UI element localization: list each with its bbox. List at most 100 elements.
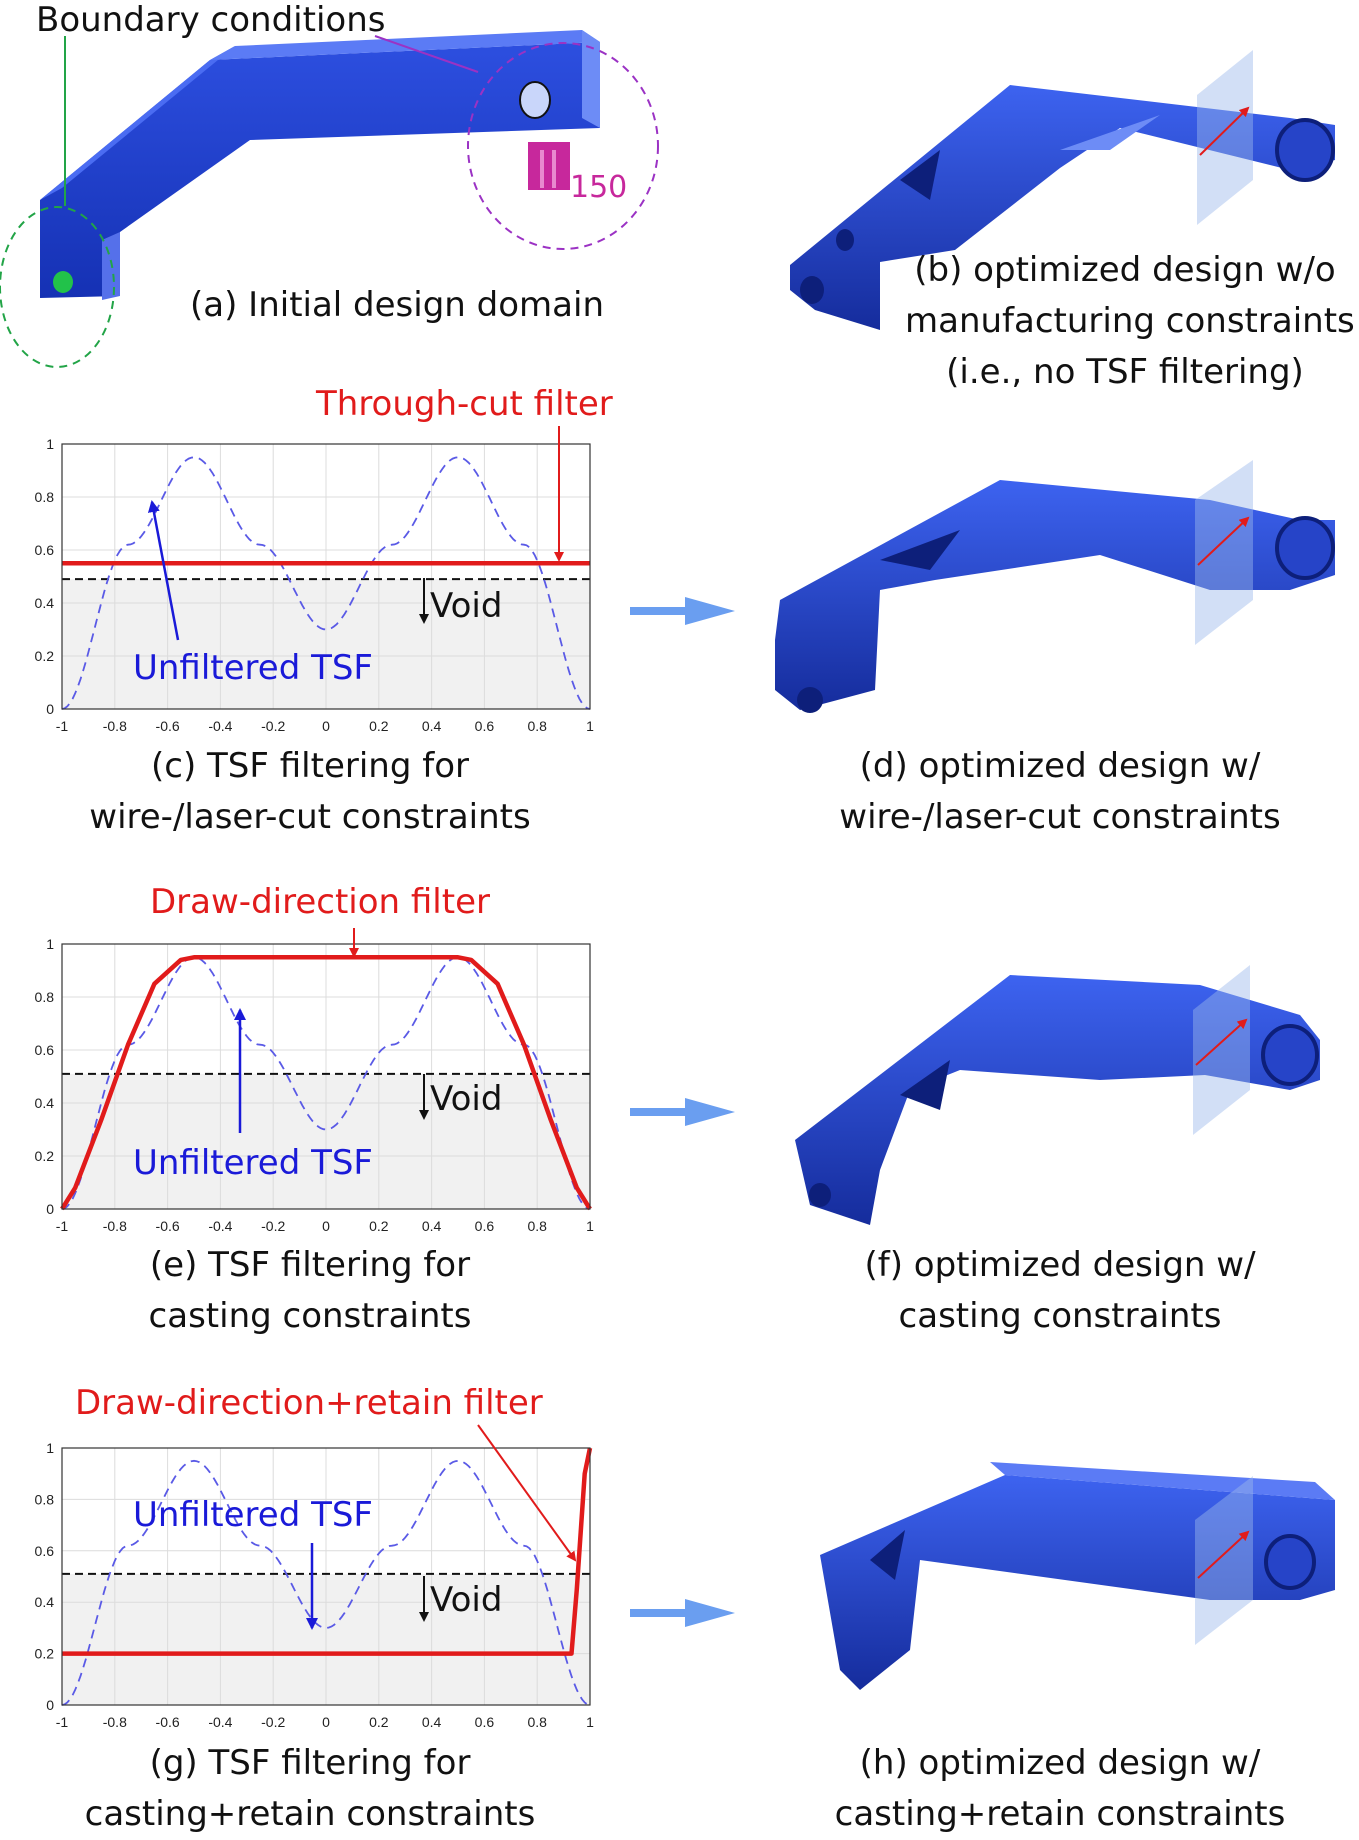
x-tick-label: -0.6	[156, 718, 180, 734]
caption-g: (g) TSF filtering for casting+retain con…	[84, 1743, 536, 1834]
y-tick-label: 0.6	[35, 1543, 55, 1559]
chart-g: -1 -0.8 -0.6 -0.4 -0.2 0 0.2 0.4 0.6 0.8 1 0 0.2 0.4 0…	[35, 1440, 595, 1730]
unfiltered-tsf-curve	[61, 956, 591, 1210]
x-tick-label: -0.4	[208, 1218, 232, 1234]
y-tick-label: 0.8	[35, 989, 55, 1005]
flow-arrow-f	[630, 1098, 735, 1126]
y-tick-label: 0.8	[35, 489, 55, 505]
filter-curve	[62, 1447, 593, 1656]
y-tick-label: 0.4	[35, 1095, 55, 1111]
y-tick-label: 0.2	[35, 648, 55, 664]
x-tick-label: 0.8	[527, 1218, 547, 1234]
x-tick-label: 1	[586, 718, 594, 734]
optimized-part-b	[790, 50, 1335, 330]
void-label-c: Void	[430, 586, 503, 626]
caption-b: (b) optimized design w/o manufacturing c…	[905, 250, 1355, 392]
x-tick-label: -0.4	[208, 718, 232, 734]
x-tick-label: 0	[322, 1218, 330, 1234]
y-tick-label: 0.6	[35, 542, 55, 558]
x-tick-label: -0.8	[103, 1218, 127, 1234]
y-tick-label: 0	[46, 1697, 54, 1713]
unfiltered-tsf-label-e: Unfiltered TSF	[133, 1143, 373, 1183]
x-tick-label: 0.2	[369, 1218, 389, 1234]
through-cut-filter-label: Through-cut filter	[316, 384, 613, 424]
void-label-e: Void	[430, 1079, 503, 1119]
draw-direction-arrow-d	[1197, 516, 1250, 566]
x-tick-label: 0.2	[369, 718, 389, 734]
x-tick-label: 0.6	[475, 718, 495, 734]
filter-curve	[60, 955, 592, 1211]
cut-plane-b	[1197, 50, 1253, 225]
initial-design-domain	[40, 30, 600, 300]
cut-plane-f	[1193, 965, 1250, 1135]
y-tick-label: 1	[46, 936, 54, 952]
x-tick-label: 0.4	[422, 1218, 442, 1234]
x-tick-label: 0.6	[475, 1714, 495, 1730]
retain-filter-arrow	[477, 1424, 577, 1562]
cut-plane-h	[1195, 1476, 1253, 1645]
x-tick-label: 0.4	[422, 718, 442, 734]
unfiltered-tsf-curve	[61, 456, 591, 710]
draw-direction-arrow-f	[1195, 1018, 1248, 1066]
x-tick-label: 1	[586, 1218, 594, 1234]
caption-c: (c) TSF filtering for wire-/laser-cut co…	[89, 746, 531, 837]
x-tick-label: -1	[56, 718, 69, 734]
chart-c: -1 -0.8 -0.6 -0.4 -0.2 0 0.2 0.4 0.6 0.8 1 0 0.2 0.4 0…	[35, 436, 595, 734]
optimized-part-h	[820, 1462, 1335, 1690]
draw-direction-filter-label: Draw-direction filter	[150, 882, 490, 922]
x-tick-label: -1	[56, 1714, 69, 1730]
flow-arrow-d	[630, 597, 735, 625]
y-tick-label: 1	[46, 436, 54, 452]
x-tick-label: -0.6	[156, 1218, 180, 1234]
retain-filter-label: Draw-direction+retain filter	[75, 1383, 543, 1423]
x-tick-label: 0.6	[475, 1218, 495, 1234]
chart-e: -1 -0.8 -0.6 -0.4 -0.2 0 0.2 0.4 0.6 0.8 1 0 0.2 0.4 0…	[35, 936, 595, 1234]
x-tick-label: 0	[322, 1714, 330, 1730]
caption-d: (d) optimized design w/ wire-/laser-cut …	[839, 746, 1281, 837]
y-tick-label: 0.2	[35, 1646, 55, 1662]
x-tick-label: -0.8	[103, 1714, 127, 1730]
x-tick-label: 0	[322, 718, 330, 734]
y-tick-label: 0.4	[35, 595, 55, 611]
y-tick-label: 0	[46, 701, 54, 717]
cut-plane-d	[1195, 460, 1253, 645]
load-leader-line	[374, 35, 479, 73]
fixed-support-circle	[0, 206, 115, 368]
x-tick-label: -0.2	[261, 1218, 285, 1234]
plot-frame	[61, 1447, 591, 1706]
x-tick-label: 0.4	[422, 1714, 442, 1730]
x-tick-label: 0.8	[527, 718, 547, 734]
caption-a: (a) Initial design domain	[190, 285, 604, 325]
caption-e: (e) TSF filtering for casting constraint…	[148, 1245, 472, 1336]
caption-h: (h) optimized design w/ casting+retain c…	[834, 1743, 1286, 1834]
plot-frame	[61, 943, 591, 1210]
flow-arrow-h	[630, 1599, 735, 1627]
draw-direction-arrow-h	[1197, 1530, 1250, 1579]
x-tick-label: 0.2	[369, 1714, 389, 1730]
y-tick-label: 1	[46, 1440, 54, 1456]
boundary-conditions-label: Boundary conditions	[36, 0, 386, 40]
y-tick-label: 0.4	[35, 1594, 55, 1610]
x-tick-label: -0.4	[208, 1714, 232, 1730]
load-arrows-glyph	[528, 142, 570, 190]
caption-f: (f) optimized design w/ casting constrai…	[864, 1245, 1256, 1336]
unfiltered-tsf-label-c: Unfiltered TSF	[133, 648, 373, 688]
x-tick-label: -0.6	[156, 1714, 180, 1730]
y-tick-label: 0	[46, 1201, 54, 1217]
y-tick-label: 0.8	[35, 1491, 55, 1507]
x-tick-label: -0.8	[103, 718, 127, 734]
x-tick-label: -1	[56, 1218, 69, 1234]
optimized-part-d	[775, 460, 1335, 713]
y-tick-label: 0.6	[35, 1042, 55, 1058]
load-circle	[467, 42, 659, 250]
unfiltered-tsf-arrow-c	[147, 500, 180, 641]
x-tick-label: -0.2	[261, 718, 285, 734]
load-value-label: 150	[570, 170, 628, 205]
draw-direction-arrow-b	[1199, 106, 1250, 156]
y-tick-label: 0.2	[35, 1148, 55, 1164]
unfiltered-tsf-label-g: Unfiltered TSF	[133, 1495, 373, 1535]
x-tick-label: -0.2	[261, 1714, 285, 1730]
plot-frame	[61, 443, 591, 710]
x-tick-label: 1	[586, 1714, 594, 1730]
